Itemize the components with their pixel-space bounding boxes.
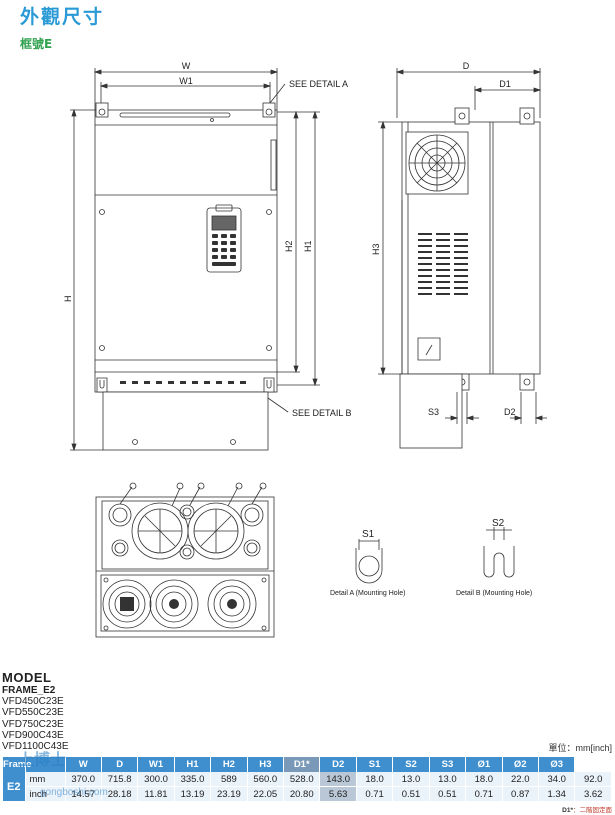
table-cell: 92.0 [574, 772, 612, 787]
table-header: S1 [356, 757, 394, 772]
dim-s2: S2 [492, 518, 505, 529]
page-title: 外觀尺寸 [20, 6, 105, 28]
model-list: MODEL FRAME_E2 VFD450C23E VFD550C23E VFD… [2, 670, 69, 752]
table-cell: 11.81 [137, 786, 175, 802]
table-header: Frame [3, 757, 32, 772]
dim-h1: H1 [303, 240, 313, 252]
table-header: Ø1 [465, 757, 503, 772]
table-cell: 22.05 [247, 786, 285, 802]
table-header: D [101, 757, 139, 772]
dimension-table: Frame W D W1 H1 H2 H3 D1* D2 S1 S2 S3 Ø1… [3, 757, 612, 802]
table-cell: 0.71 [356, 786, 394, 802]
footnote-key: D1* [562, 807, 573, 814]
table-cell: 13.0 [392, 772, 430, 787]
model-item: VFD750C23E [2, 718, 64, 730]
table-header: H1 [174, 757, 212, 772]
table-cell: 23.19 [210, 786, 248, 802]
dim-s1: S1 [362, 529, 375, 540]
model-heading: MODEL [2, 670, 52, 685]
detail-b-caption: Detail B (Mounting Hole) [456, 590, 532, 597]
footnote: D1*：二階固定面 [562, 804, 612, 814]
table-cell: 143.0 [319, 772, 357, 787]
model-item: VFD900C43E [2, 729, 64, 741]
dim-s3: S3 [428, 407, 439, 417]
table-header: D1* [283, 757, 321, 772]
watermark-url: gongboshi.com [40, 787, 108, 798]
table-cell: 1.34 [538, 786, 576, 802]
front-view: W W1 SEE DETAIL A [63, 61, 352, 452]
see-detail-b-label: SEE DETAIL B [292, 408, 352, 418]
table-cell: 34.0 [538, 772, 576, 787]
unit-label: 單位：mm[inch] [548, 743, 612, 753]
side-view: D D1 [371, 61, 547, 449]
table-cell: 0.51 [392, 786, 430, 802]
dimension-drawing: W W1 SEE DETAIL A [63, 61, 547, 638]
table-header: H2 [210, 757, 248, 772]
table-cell: 3.62 [574, 786, 612, 802]
dim-w: W [182, 61, 191, 71]
frame-subtitle: 框號E [20, 37, 53, 51]
table-cell: 18.0 [465, 772, 503, 787]
table-header: S3 [429, 757, 467, 772]
unit-cell: mm [25, 772, 66, 787]
table-header: Ø3 [538, 757, 576, 772]
bottom-view [95, 482, 275, 638]
watermark-logo: 上博士 [18, 750, 67, 769]
frame-label: FRAME_E2 [2, 685, 56, 696]
table-cell: 715.8 [101, 772, 139, 787]
model-item: VFD550C23E [2, 707, 64, 719]
table-cell: 300.0 [137, 772, 175, 787]
dim-h: H [63, 296, 73, 303]
table-cell: 13.19 [174, 786, 212, 802]
dim-h3: H3 [371, 243, 381, 255]
table-cell: 0.71 [465, 786, 503, 802]
table-cell: 13.0 [429, 772, 467, 787]
table-row: inch 14.57 28.18 11.81 13.19 23.19 22.05… [3, 786, 612, 802]
detail-a-caption: Detail A (Mounting Hole) [330, 590, 405, 597]
footnote-text: ：二階固定面 [573, 807, 612, 814]
table-cell: 335.0 [174, 772, 212, 787]
detail-a: S1 Detail A (Mounting Hole) [330, 529, 405, 597]
dim-d2: D2 [504, 407, 516, 417]
model-item: VFD1100C43E [2, 741, 69, 753]
table-header [25, 757, 66, 772]
table-cell: 28.18 [101, 786, 139, 802]
table-cell: 528.0 [283, 772, 321, 787]
dim-d: D [463, 61, 470, 71]
dim-h2: H2 [284, 240, 294, 252]
table-header: W [65, 757, 102, 772]
table-cell: 589 [210, 772, 248, 787]
table-header: W1 [137, 757, 175, 772]
table-cell: 0.87 [502, 786, 539, 802]
table-cell: 20.80 [283, 786, 321, 802]
unit-cell: inch [25, 786, 66, 802]
table-cell: 5.63 [319, 786, 357, 802]
table-header-row: Frame W D W1 H1 H2 H3 D1* D2 S1 S2 S3 Ø1… [3, 757, 612, 772]
see-detail-a-label: SEE DETAIL A [289, 79, 348, 89]
table-header: S2 [392, 757, 430, 772]
dim-d1: D1 [499, 79, 511, 89]
model-item: VFD450C23E [2, 696, 64, 708]
table-cell: 0.51 [429, 786, 467, 802]
table-cell: 560.0 [247, 772, 285, 787]
table-cell: 18.0 [356, 772, 394, 787]
table-header: H3 [247, 757, 285, 772]
dim-w1: W1 [179, 76, 193, 86]
table-header: Ø2 [502, 757, 539, 772]
frame-cell: E2 [3, 772, 26, 802]
table-cell: 370.0 [65, 772, 102, 787]
table-cell: 22.0 [502, 772, 539, 787]
detail-b: S2 Detail B (Mounting Hole) [456, 518, 532, 597]
table-cell: 14.57 [65, 786, 102, 802]
table-row: E2 mm 370.0 715.8 300.0 335.0 589 560.0 … [3, 772, 612, 802]
table-header: D2 [319, 757, 357, 772]
